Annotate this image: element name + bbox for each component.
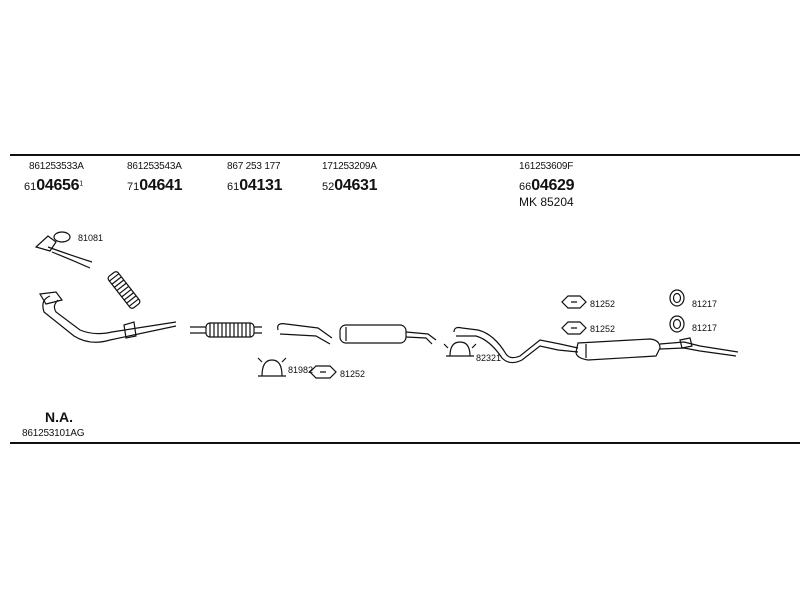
rear-silencer <box>575 338 661 361</box>
gasket-icon <box>53 231 71 243</box>
ring-bottom-icon <box>669 315 685 333</box>
front-flex-pipe <box>107 271 141 309</box>
ring-top-icon <box>669 289 685 307</box>
label-clamp-mid: 81982 <box>288 365 314 375</box>
part-number-1: 861253533A <box>29 161 84 172</box>
part-number-5: 161253609F <box>519 161 574 172</box>
clamp-mid-icon <box>257 357 287 377</box>
middle-flex-pipe <box>190 322 262 338</box>
rear-pipe <box>453 326 579 364</box>
mounting-kit: MK 85204 <box>519 195 574 209</box>
label-bracket-bottom: 81252 <box>590 324 616 334</box>
bracket-top-icon <box>561 295 587 309</box>
not-available-label: N.A. <box>45 409 73 425</box>
code-3: 6104131 <box>227 177 283 194</box>
label-ring-top: 81217 <box>692 299 718 309</box>
code-1: 61046561 <box>24 177 84 194</box>
label-ring-bottom: 81217 <box>692 323 718 333</box>
bracket-mid-icon <box>309 365 337 379</box>
part-number-3: 867 253 177 <box>227 161 281 172</box>
bracket-bottom-icon <box>561 321 587 335</box>
front-downpipe <box>42 295 177 343</box>
label-gasket: 81081 <box>78 233 104 243</box>
part-number-2: 861253543A <box>127 161 182 172</box>
middle-silencer <box>339 324 407 344</box>
front-connector-pipe <box>34 235 93 269</box>
clamp-rear-icon <box>443 341 477 357</box>
label-clamp-rear: 82321 <box>476 353 502 363</box>
code-2: 7104641 <box>127 177 183 194</box>
bottom-divider-line <box>10 442 800 444</box>
top-divider-line <box>10 154 800 156</box>
not-available-part-number: 861253101AG <box>22 428 85 439</box>
code-5: 6604629 <box>519 177 575 194</box>
part-number-4: 171253209A <box>322 161 377 172</box>
label-bracket-mid: 81252 <box>340 369 366 379</box>
middle-pipe <box>277 323 333 345</box>
code-4: 5204631 <box>322 177 378 194</box>
label-bracket-top: 81252 <box>590 299 616 309</box>
